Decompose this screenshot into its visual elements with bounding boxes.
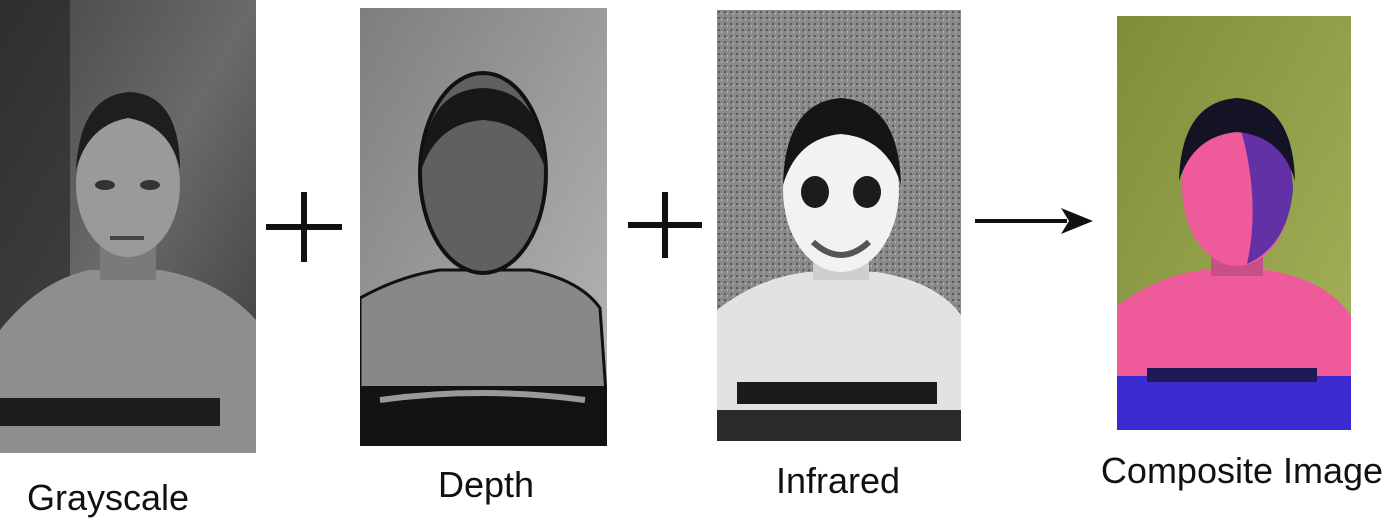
composite-image	[1117, 16, 1351, 430]
caption-depth: Depth	[437, 464, 535, 505]
caption-composite: Composite Image	[1100, 450, 1384, 491]
arrow-right-icon	[975, 208, 1093, 234]
plus-icon	[266, 192, 342, 262]
plus-icon	[628, 192, 702, 258]
depth-image	[360, 8, 607, 446]
infrared-image	[717, 10, 961, 441]
caption-infrared: Infrared	[775, 460, 901, 501]
grayscale-image	[0, 0, 256, 453]
caption-grayscale: Grayscale	[26, 477, 190, 518]
